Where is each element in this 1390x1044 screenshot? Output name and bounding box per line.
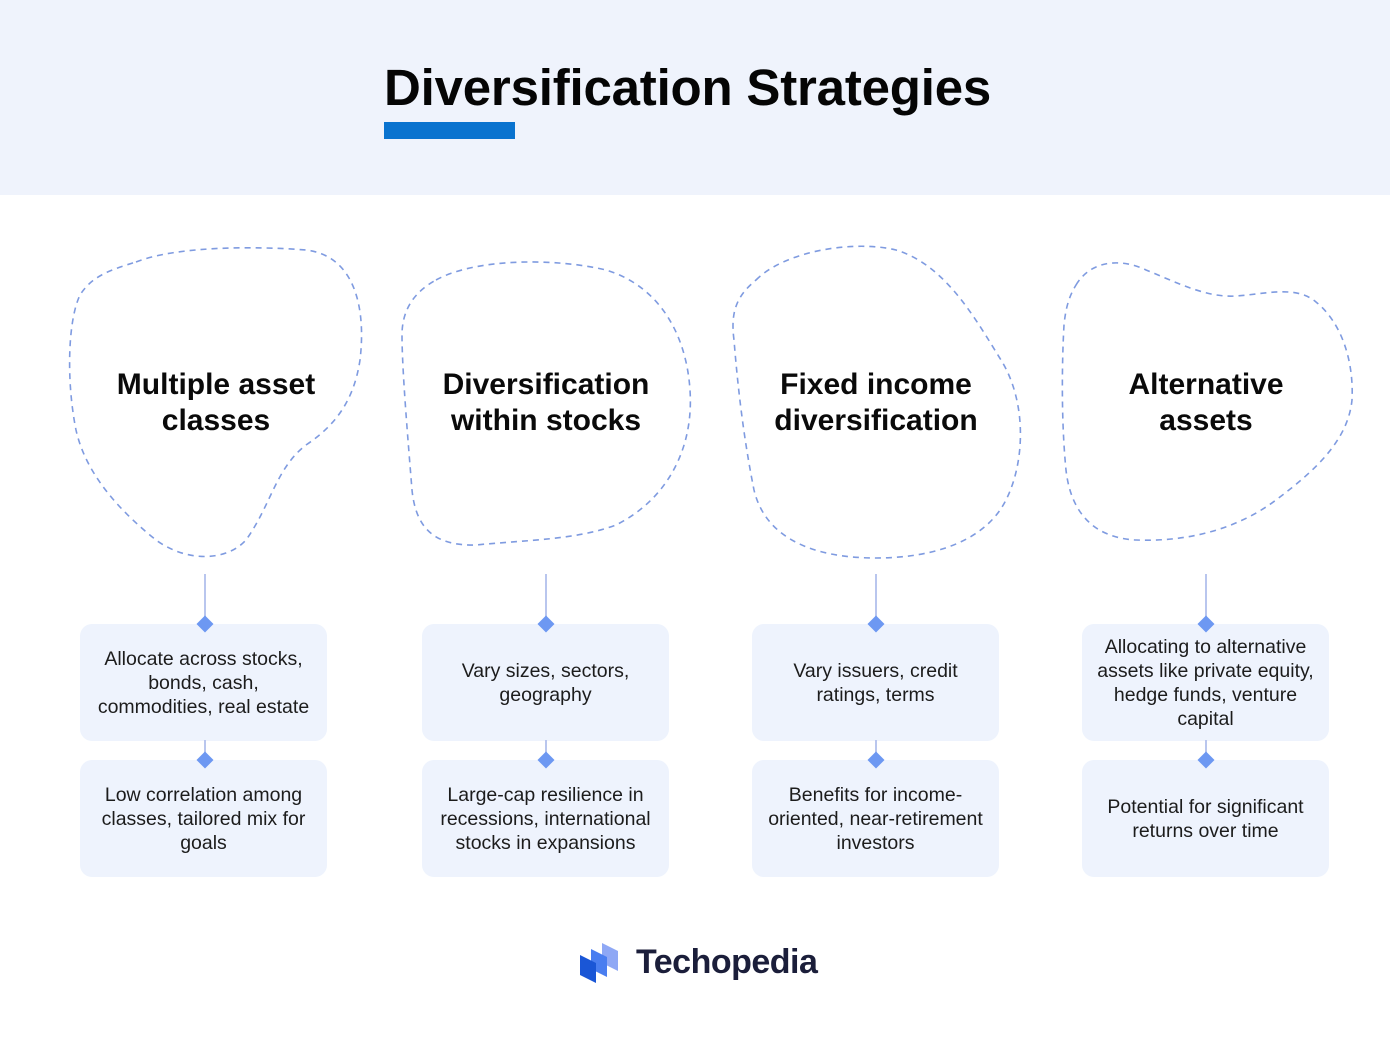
info-card: Low correlation among classes, tailored … [80, 760, 327, 877]
strategy-title: Multiple asset classes [116, 368, 316, 437]
title-underline [384, 122, 515, 139]
brand-name: Techopedia [636, 943, 818, 981]
header-banner: Diversification Strategies [0, 0, 1390, 195]
info-card: Potential for significant returns over t… [1082, 760, 1329, 877]
connector-line [545, 740, 547, 760]
dashed-blob-shape [732, 245, 1022, 559]
connector-line [875, 740, 877, 760]
info-card: Allocate across stocks, bonds, cash, com… [80, 624, 327, 741]
connector-line [204, 574, 206, 624]
strategy-title: Fixed income diversification [774, 368, 978, 437]
dashed-blob-shape [401, 261, 692, 546]
techopedia-logo-icon [580, 942, 618, 983]
strategy-multiple-asset-classes: Multiple asset classes Allocate across s… [66, 240, 366, 890]
connector-line [875, 574, 877, 624]
page-title: Diversification Strategies [384, 59, 992, 116]
info-card: Large-cap resilience in recessions, inte… [422, 760, 669, 877]
strategy-title: Diversification within stocks [442, 368, 650, 437]
dashed-blob-shape [1061, 262, 1353, 542]
connector-line [204, 740, 206, 760]
info-card: Benefits for income-oriented, near-retir… [752, 760, 999, 877]
connector-line [545, 574, 547, 624]
dashed-blob-shape [68, 246, 363, 558]
connector-line [1205, 574, 1207, 624]
techopedia-logo: Techopedia [578, 940, 818, 985]
strategy-alternative-assets: Alternative assets Allocating to alterna… [1056, 240, 1356, 890]
info-card: Vary sizes, sectors, geography [422, 624, 669, 741]
info-card: Allocating to alternative assets like pr… [1082, 624, 1329, 741]
strategy-fixed-income: Fixed income diversification Vary issuer… [726, 240, 1026, 890]
strategy-within-stocks: Diversification within stocks Vary sizes… [396, 240, 696, 890]
connector-line [1205, 740, 1207, 760]
strategy-title: Alternative assets [1128, 368, 1284, 437]
info-card: Vary issuers, credit ratings, terms [752, 624, 999, 741]
